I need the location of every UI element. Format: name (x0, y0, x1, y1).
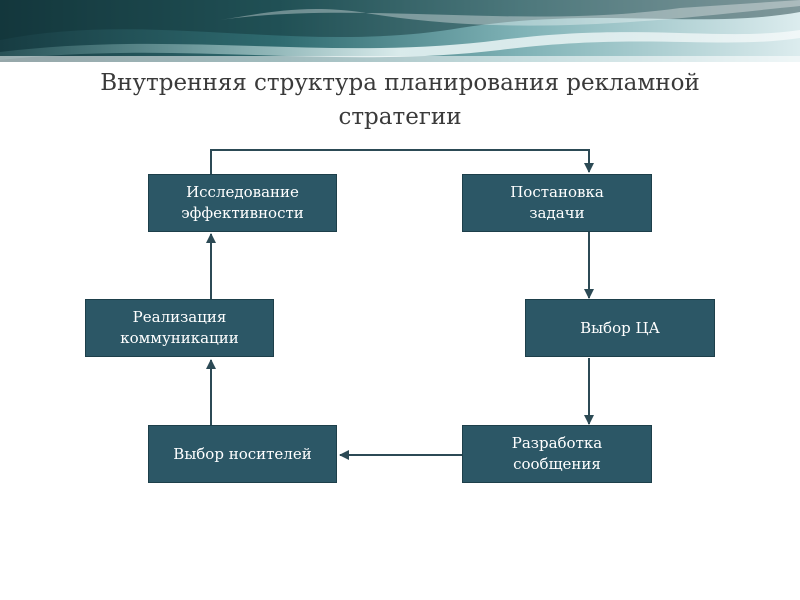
node-task: Постановка задачи (462, 174, 652, 232)
slide-title: Внутренняя структура планирования реклам… (100, 70, 700, 130)
node-media: Выбор носителей (148, 425, 337, 483)
node-audience: Выбор ЦА (525, 299, 715, 357)
node-implementation: Реализация коммуникации (85, 299, 274, 357)
connector-research-to-task (210, 149, 594, 174)
node-message: Разработка сообщения (462, 425, 652, 483)
node-research: Исследование эффективности (148, 174, 337, 232)
header-banner (0, 0, 800, 62)
